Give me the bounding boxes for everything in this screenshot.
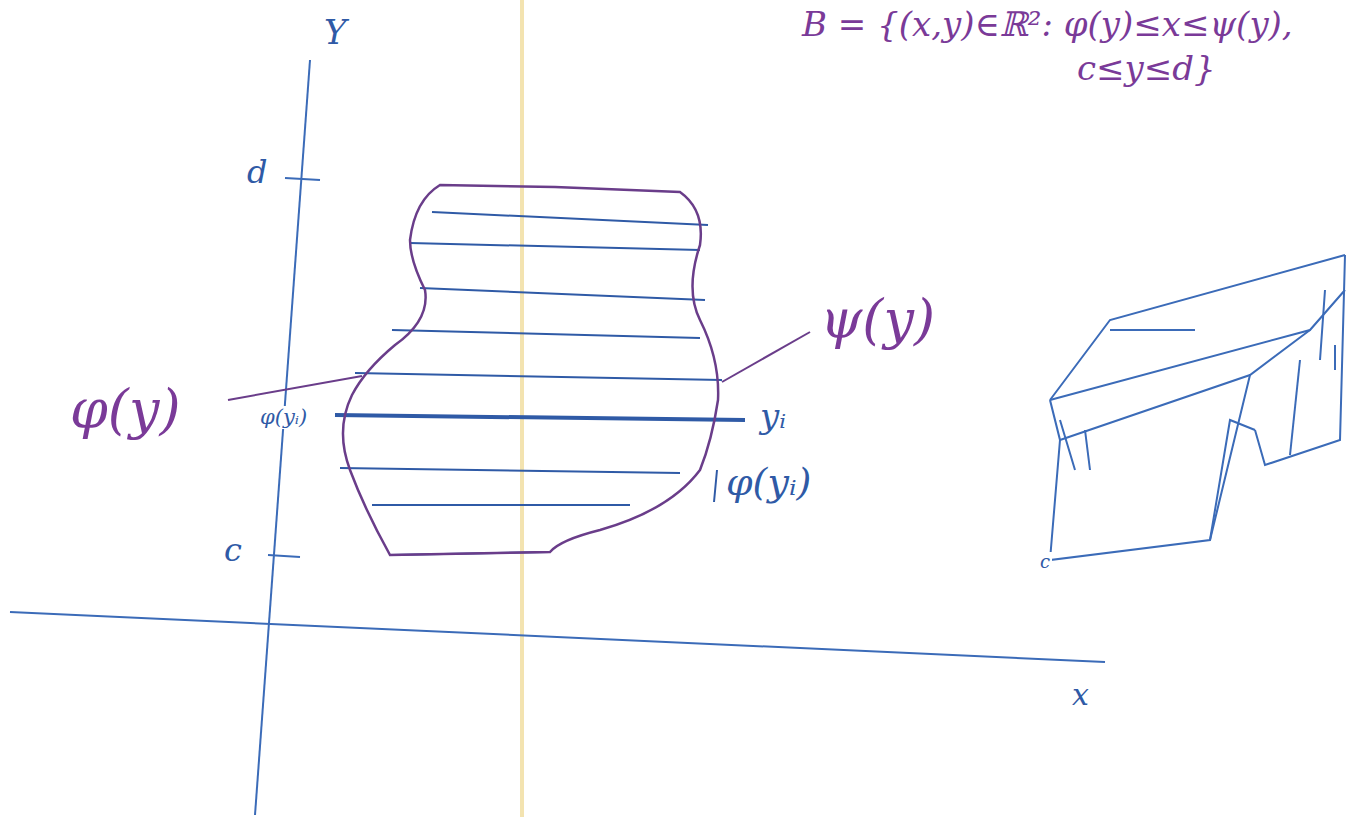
- tick-mark: [714, 470, 717, 502]
- sketch-line: [1060, 330, 1310, 440]
- strips: [335, 212, 745, 555]
- math-label: c: [222, 533, 244, 568]
- strip-line: [335, 415, 745, 420]
- sketch-line: [1050, 255, 1345, 400]
- sketch-line: [1050, 375, 1250, 560]
- math-label: x: [1070, 678, 1091, 711]
- solid-sketch: [1050, 255, 1345, 560]
- math-label: φ(yᵢ): [724, 462, 813, 504]
- sketch-line: [1320, 290, 1335, 370]
- leader-line: [722, 332, 810, 382]
- math-label: yᵢ: [758, 398, 788, 435]
- strip-line: [340, 468, 680, 473]
- math-label: ψ(y): [818, 290, 937, 349]
- strip-line: [372, 504, 630, 506]
- math-label: d: [245, 155, 269, 190]
- tick-mark: [268, 555, 300, 557]
- sketch-line: [1255, 255, 1345, 465]
- math-label: B = {(x,y)∈ℝ²: φ(y)≤x≤ψ(y),: [800, 6, 1295, 43]
- paper-fold: [520, 0, 524, 817]
- math-label: c≤y≤d}: [1075, 50, 1218, 87]
- sketch-line: [1050, 400, 1060, 440]
- strip-line: [392, 330, 700, 338]
- leader-line: [228, 376, 362, 400]
- strip-line: [355, 373, 722, 380]
- sketch-line: [1060, 420, 1090, 470]
- tick-mark: [285, 178, 320, 180]
- strip-line: [420, 288, 705, 300]
- math-label: c: [1038, 552, 1052, 572]
- sketch-line: [1110, 329, 1195, 331]
- math-label: φ(yᵢ): [258, 406, 309, 429]
- sketch-line: [1210, 420, 1255, 540]
- strip-line: [432, 212, 708, 225]
- sketch-line: [1050, 290, 1345, 400]
- sketch-line: [1290, 360, 1300, 455]
- math-label: Y: [322, 14, 348, 51]
- region-outline: [343, 185, 718, 555]
- x-axis: [10, 612, 1105, 662]
- strip-line: [410, 243, 700, 250]
- math-label: φ(y): [68, 380, 182, 439]
